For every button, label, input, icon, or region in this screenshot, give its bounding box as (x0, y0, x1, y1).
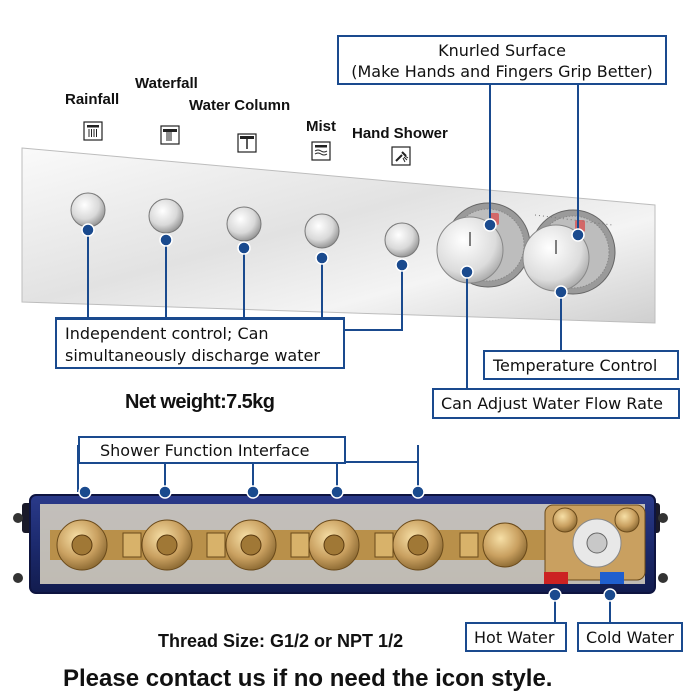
function-label-rainfall: Rainfall (65, 91, 120, 108)
function-label-mist: Mist (306, 118, 336, 135)
net-weight: Net weight:7.5kg (125, 391, 275, 413)
thread-size: Thread Size: G1/2 or NPT 1/2 (158, 631, 404, 651)
waterfall-icon (160, 125, 180, 145)
flow-rate-callout: Can Adjust Water Flow Rate (432, 388, 680, 419)
independent-line2: simultaneously discharge water (65, 346, 320, 365)
independent-control-callout: Independent control; Can simultaneously … (55, 318, 345, 369)
shower-interface-callout: Shower Function Interface (78, 436, 346, 464)
mist-icon (311, 141, 331, 161)
cold-water-callout: Cold Water (577, 622, 683, 652)
hand-shower-icon (391, 146, 411, 166)
function-label-water-column: Water Column (189, 97, 291, 114)
temperature-control-callout: Temperature Control (483, 350, 679, 380)
function-label-waterfall: Waterfall (135, 75, 198, 92)
independent-line1: Independent control; Can (65, 324, 269, 343)
hot-water-callout: Hot Water (465, 622, 567, 652)
flow-knob (436, 202, 531, 288)
push-buttons (70, 192, 420, 258)
footer-note: Please contact us if no need the icon st… (63, 665, 553, 692)
rainfall-icon (83, 121, 103, 141)
water-column-icon (237, 133, 257, 153)
knurled-title: Knurled Surface (438, 41, 566, 60)
knurled-surface-callout: Knurled Surface (Make Hands and Fingers … (337, 35, 667, 85)
knurled-subtitle: (Make Hands and Fingers Grip Better) (351, 62, 653, 81)
function-label-hand-shower: Hand Shower (352, 125, 448, 142)
